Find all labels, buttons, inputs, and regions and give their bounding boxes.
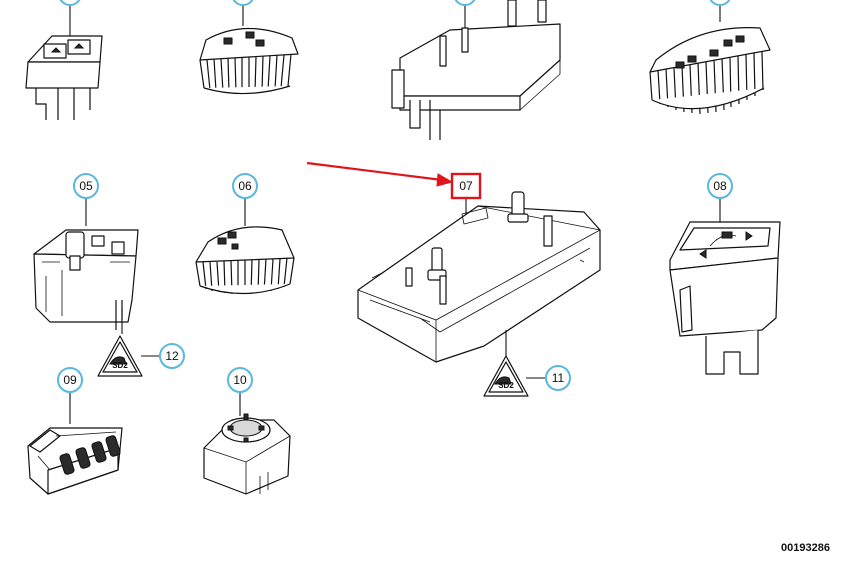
callout-10-label: 10 [233,373,247,387]
part-top-right-cap [649,0,771,115]
part-10-switch [203,392,291,495]
part-07-control-unit [357,191,601,363]
part-08-switch [669,198,781,375]
callout-11-label: 11 [552,371,565,385]
part-11-warning-label: SD2 [483,330,545,397]
part-06-cap [195,198,295,295]
callout-08-label: 08 [713,179,727,193]
callout-12[interactable]: 12 [159,343,185,369]
callout-12-label: 12 [165,349,179,363]
part-12-warning-label: SD2 [97,308,160,377]
callout-06[interactable]: 06 [232,173,258,199]
document-number: 00193286 [781,542,830,554]
callout-10[interactable]: 10 [227,367,253,393]
callout-05-label: 05 [79,179,93,193]
red-pointer-arrow [306,161,454,187]
callout-06-label: 06 [238,179,252,193]
part-top-left-window-switch [25,0,103,120]
callout-05[interactable]: 05 [73,173,99,199]
callout-09[interactable]: 09 [57,367,83,393]
callout-11[interactable]: 11 [545,365,571,391]
callout-08[interactable]: 08 [707,173,733,199]
part-top-module [391,0,561,140]
svg-text:SD2: SD2 [498,381,514,390]
callout-07-highlighted[interactable]: 07 [450,172,482,200]
callout-07-label: 07 [459,179,473,193]
part-top-cap-03 [199,0,299,95]
svg-text:SD2: SD2 [112,361,128,370]
part-09-switch-block [27,392,123,495]
part-05-switch [33,198,139,330]
callout-09-label: 09 [63,373,77,387]
